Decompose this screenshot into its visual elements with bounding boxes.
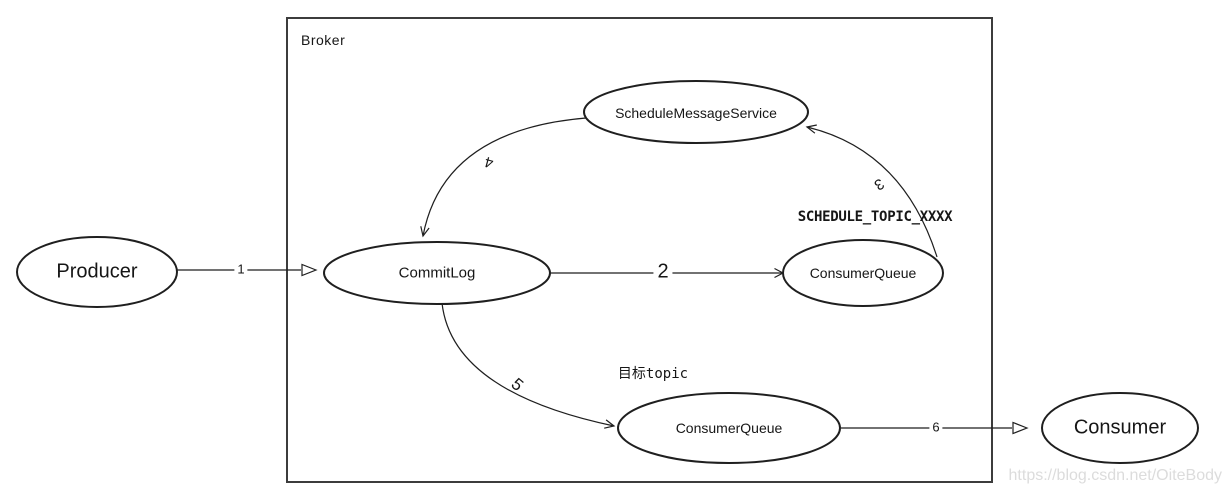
commitlog-ellipse: [323, 241, 551, 305]
edge-3-arrowhead: [805, 124, 817, 134]
producer-label: Producer: [56, 260, 138, 283]
edge-2-label: 2: [653, 260, 673, 284]
consumer-label: Consumer: [1073, 416, 1167, 439]
edge-5-curve: [441, 302, 615, 427]
edge-1-arrowhead: [301, 263, 318, 277]
consumer-queue-schedule-label: ConsumerQueue: [809, 265, 917, 281]
schedule-message-service-label: ScheduleMessageService: [615, 105, 777, 121]
schedule-topic-annotation: SCHEDULE_TOPIC_XXXX: [797, 209, 953, 225]
commitlog-label: CommitLog: [398, 264, 476, 282]
broker-box: [286, 17, 993, 483]
edge-4-curve: [422, 117, 587, 237]
watermark-text: https://blog.csdn.net/OiteBody: [1008, 467, 1222, 484]
schedule-message-service-ellipse: [583, 80, 809, 144]
consumer-queue-target-ellipse: [617, 392, 841, 464]
edge-6-label: 6: [929, 419, 943, 435]
consumer-queue-schedule-ellipse: [782, 239, 944, 307]
edge-1-label: 1: [234, 261, 248, 277]
edge-4-arrowhead: [420, 226, 430, 238]
broker-label: Broker: [301, 32, 346, 48]
target-topic-annotation: 目标topic: [617, 366, 689, 382]
edge-5-arrowhead: [604, 419, 616, 429]
consumer-ellipse: [1041, 392, 1199, 464]
edge-3-curve: [806, 126, 938, 258]
edge-6-arrowhead: [1012, 421, 1029, 435]
producer-ellipse: [16, 236, 178, 308]
consumer-queue-target-label: ConsumerQueue: [675, 420, 783, 436]
